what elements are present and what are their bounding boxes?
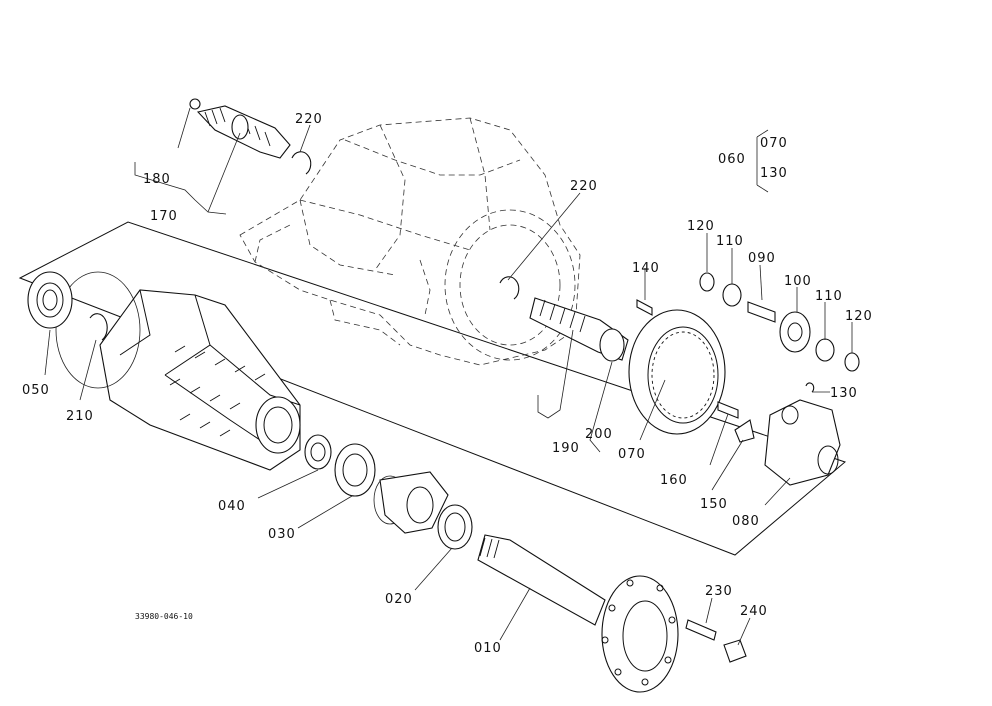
- hub-nut-240: [723, 639, 747, 663]
- axle-shaft-010: [477, 534, 679, 693]
- transmission-housing-outline: [239, 117, 581, 366]
- reference-code: 33980-046-10: [135, 612, 193, 621]
- label-230: 230: [705, 584, 733, 599]
- oil-seal-020: [437, 504, 473, 550]
- label-220-center: 220: [570, 179, 598, 194]
- label-090: 090: [748, 251, 776, 266]
- bearing-050: [27, 271, 73, 329]
- lock-plate-150: [734, 419, 755, 443]
- label-080: 080: [732, 514, 760, 529]
- label-020: 020: [385, 592, 413, 607]
- lock-nut-040: [304, 434, 332, 470]
- axle-housing: [99, 289, 301, 471]
- label-110-right: 110: [815, 289, 843, 304]
- pin-140: [636, 299, 653, 316]
- label-050: 050: [22, 383, 50, 398]
- label-100: 100: [784, 274, 812, 289]
- label-180: 180: [143, 172, 171, 187]
- bolt-160: [717, 401, 739, 419]
- label-120-left: 120: [687, 219, 715, 234]
- snap-ring-220-top: [291, 151, 312, 175]
- label-110-left: 110: [716, 234, 744, 249]
- label-130: 130: [830, 386, 858, 401]
- label-070: 070: [618, 447, 646, 462]
- snap-ring-220-center: [499, 276, 520, 300]
- label-040: 040: [218, 499, 246, 514]
- ring-gear-070: [628, 309, 726, 435]
- spline-shaft-190: [529, 297, 629, 362]
- label-160: 160: [660, 473, 688, 488]
- label-220-top: 220: [295, 112, 323, 127]
- hub-bolt-230: [685, 619, 717, 641]
- label-150: 150: [700, 497, 728, 512]
- leader-lines: [44, 107, 853, 646]
- housing-gasket: [55, 271, 141, 389]
- label-210: 210: [66, 409, 94, 424]
- label-190: 190: [552, 441, 580, 456]
- label-200: 200: [585, 427, 613, 442]
- label-130-group: 130: [760, 166, 788, 181]
- planet-gear-set: [699, 272, 860, 393]
- drive-shaft-top: [189, 98, 291, 159]
- snap-ring-210: [89, 313, 108, 341]
- label-170: 170: [150, 209, 178, 224]
- label-070-group: 070: [760, 136, 788, 151]
- label-030: 030: [268, 527, 296, 542]
- label-120-right: 120: [845, 309, 873, 324]
- label-240: 240: [740, 604, 768, 619]
- label-060: 060: [718, 152, 746, 167]
- label-140: 140: [632, 261, 660, 276]
- bearing-030: [334, 443, 376, 497]
- subassembly-frame: [18, 221, 847, 556]
- seal-carrier: [373, 471, 449, 534]
- part-labels: 180 170 220 220 060 070 130 120 110 090 …: [22, 112, 873, 656]
- label-010: 010: [474, 641, 502, 656]
- planet-carrier-080: [764, 399, 841, 486]
